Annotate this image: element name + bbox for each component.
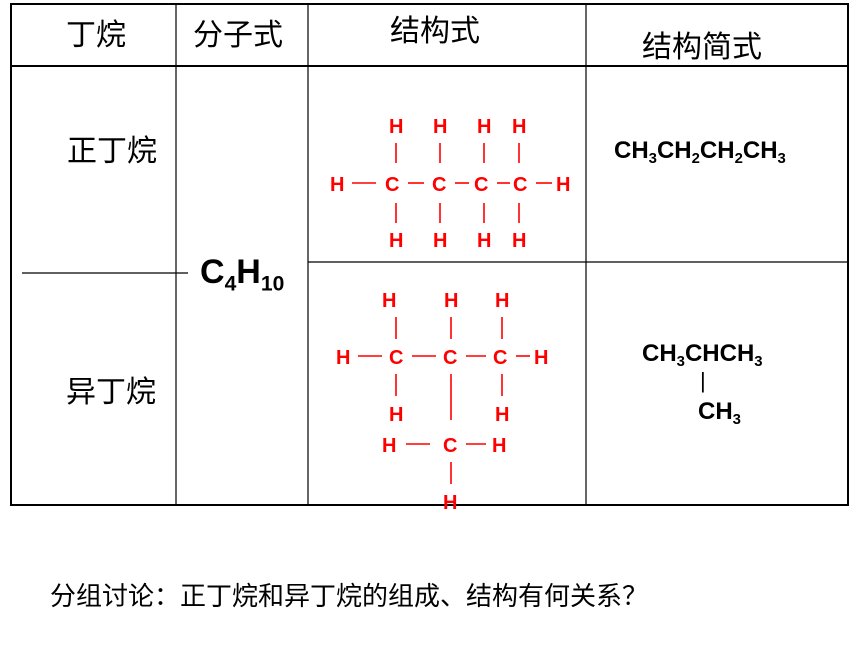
atom-h: H	[556, 174, 570, 196]
atom-h: H	[534, 347, 548, 369]
atom-h: H	[512, 230, 526, 252]
table-grid	[10, 3, 849, 506]
header-structural-formula: 结构式	[390, 14, 480, 49]
atom-h: H	[433, 116, 447, 138]
atom-h: H	[492, 435, 506, 457]
condensed-formula-isobutane-branch: CH3	[698, 398, 741, 429]
atom-h: H	[336, 347, 350, 369]
atom-h: H	[477, 230, 491, 252]
atom-h: H	[443, 492, 457, 510]
condensed-formula-isobutane-bond: |	[700, 368, 706, 393]
structural-formula-isobutane: H H H H C C C H H H H C H H	[336, 290, 548, 510]
atom-h: H	[382, 290, 396, 312]
atom-h: H	[330, 174, 344, 196]
molecular-formula: C4H10	[200, 253, 285, 296]
row-name-n-butane: 正丁烷	[67, 134, 157, 169]
atom-h: H	[433, 230, 447, 252]
atom-h: H	[444, 290, 458, 312]
condensed-formula-isobutane-main: CH3CHCH3	[642, 340, 763, 371]
structural-formula-n-butane: H H H H H C C C C H H H H H	[330, 116, 570, 252]
atom-c: C	[389, 347, 403, 369]
header-condensed-formula: 结构简式	[642, 30, 762, 65]
atom-c: C	[443, 347, 457, 369]
atom-h: H	[512, 116, 526, 138]
atom-c: C	[432, 174, 446, 196]
atom-h: H	[495, 404, 509, 426]
condensed-formula-n-butane: CH3CH2CH2CH3	[614, 137, 786, 168]
atom-h: H	[389, 116, 403, 138]
atom-h: H	[389, 404, 403, 426]
atom-c: C	[513, 174, 527, 196]
header-butane: 丁烷	[66, 18, 126, 53]
row-name-isobutane: 异丁烷	[66, 375, 156, 410]
discussion-question: 分组讨论：正丁烷和异丁烷的组成、结构有何关系？	[50, 582, 649, 612]
header-molecular-formula: 分子式	[193, 18, 283, 53]
atom-h: H	[389, 230, 403, 252]
atom-c: C	[474, 174, 488, 196]
atom-h: H	[477, 116, 491, 138]
atom-h: H	[382, 435, 396, 457]
atom-h: H	[495, 290, 509, 312]
atom-c: C	[385, 174, 399, 196]
atom-c: C	[493, 347, 507, 369]
atom-c: C	[443, 435, 457, 457]
